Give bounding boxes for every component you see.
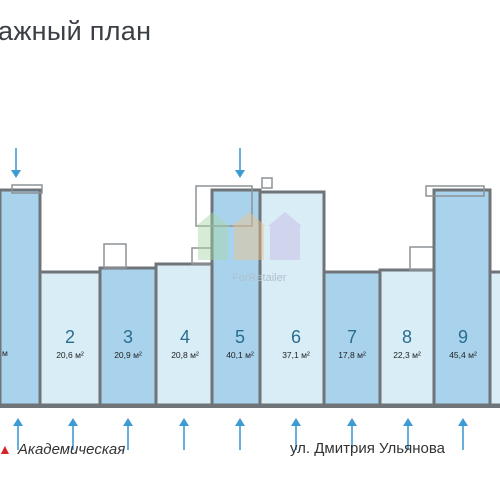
entrance-arrow-top-2 [235, 148, 245, 178]
page-title: ажный план [0, 16, 152, 46]
unit-number: 9 [458, 327, 468, 347]
unit-area: 20,9 м² [114, 350, 142, 360]
unit-area: 20,8 м² [171, 350, 199, 360]
unit-area: 17,8 м² [338, 350, 366, 360]
unit-10-partial [488, 270, 500, 407]
unit-number: 7 [347, 327, 357, 347]
watermark-text: ForRetailer [232, 272, 287, 284]
unit-number: 8 [402, 327, 412, 347]
unit-number: 3 [123, 327, 133, 347]
unit-area: 40,1 м² [226, 350, 254, 360]
unit-1[interactable]: м [0, 184, 43, 407]
unit-area: 45,4 м² [449, 350, 477, 360]
unit-6[interactable]: 6 37,1 м² [258, 177, 326, 407]
unit-number: 5 [235, 327, 245, 347]
unit-area: 37,1 м² [282, 350, 310, 360]
unit-8[interactable]: 8 22,3 м² [378, 246, 436, 407]
unit-area: 20,6 м² [56, 350, 84, 360]
unit-area: 22,3 м² [393, 350, 421, 360]
entrance-arrow-top-1 [11, 148, 21, 178]
unit-number: 6 [291, 327, 301, 347]
entrance-arrows-bottom [13, 418, 468, 450]
unit-number: 4 [180, 327, 190, 347]
unit-3[interactable]: 3 20,9 м² [98, 243, 158, 407]
unit-4[interactable]: 4 20,8 м² [154, 247, 215, 407]
metro-m-icon: ▲ [0, 441, 12, 457]
unit-number: 2 [65, 327, 75, 347]
metro-name: Академическая [17, 440, 126, 458]
unit-2[interactable]: 2 20,6 м² [38, 270, 102, 407]
svg-text:м: м [2, 348, 8, 358]
street-label: ул. Дмитрия Ульянова [290, 440, 445, 457]
unit-9[interactable]: 9 45,4 м² [425, 185, 492, 407]
watermark-logo-icon [196, 212, 302, 260]
unit-7[interactable]: 7 17,8 м² [322, 270, 382, 407]
metro-station: ▲ Академическая [0, 438, 125, 460]
